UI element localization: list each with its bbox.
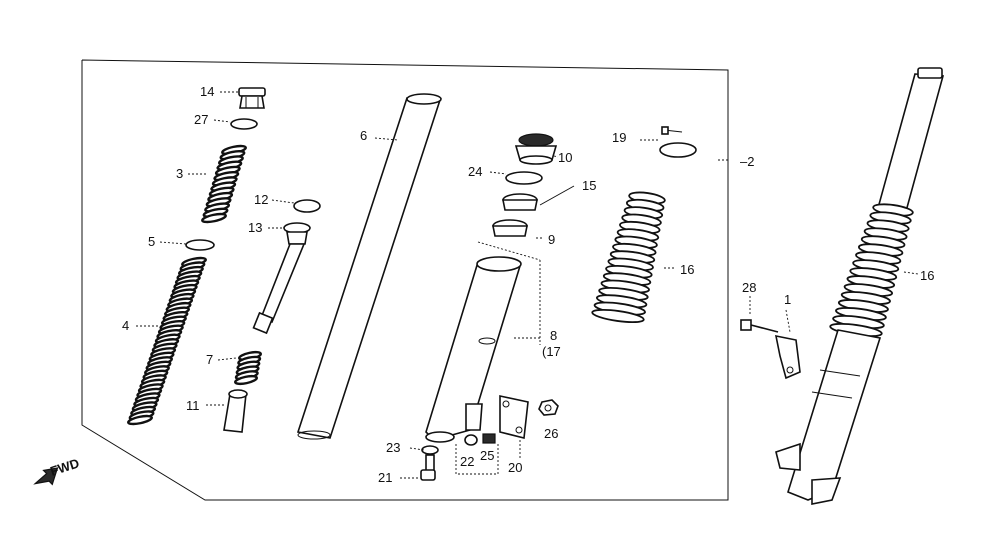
label-26: 26 [544,426,558,441]
part-1-bracket [774,334,801,380]
label-7: 7 [206,352,213,367]
part-19-boot-band [659,126,697,158]
label-19: 19 [612,130,626,145]
part-15-oil-seal [502,193,538,211]
coil-turn [201,212,227,224]
label-16: 16 [920,268,934,283]
label-14: 14 [200,84,214,99]
coil-turn [234,374,258,386]
label-10: 10 [558,150,572,165]
part-14-fork-cap [238,87,266,109]
label-8: 8 [550,328,557,343]
label-20: 20 [508,460,522,475]
part-25-drain-bolt [482,433,496,444]
leader-lines [136,91,919,479]
part-13-damper-rod [252,222,311,335]
assembly-frame [81,59,729,501]
part-23-sealing-washer [421,445,439,455]
part-27-o-ring [230,118,258,130]
label-21: 21 [378,470,392,485]
label-28: 28 [742,280,756,295]
assembled-fork-leg [775,67,945,505]
label-1: 1 [784,292,791,307]
label-3: 3 [176,166,183,181]
part-10-dust-seal [514,133,558,165]
part-12-piston-ring [293,199,321,213]
part-11-oil-lock-piece [223,389,248,433]
label-2: –2 [740,154,754,169]
fwd-arrow-icon: FWD [33,455,81,486]
label-18: 16 [680,262,694,277]
label-24: 24 [468,164,482,179]
part-28-bolt [740,319,779,333]
callout-labels: 14 27 3 5 4 6 12 13 7 11 24 10 15 9 8 (1… [122,84,934,485]
part-20-axle-holder [499,395,529,439]
part-26-nut [538,399,559,416]
part-18-fork-boot [591,191,666,324]
part-24-stopper-ring [505,171,543,185]
coil-turn [127,414,153,426]
bellows-fold [591,308,645,324]
part-9-backup-ring [492,219,528,237]
part-5-washer [185,239,215,251]
label-4: 4 [122,318,129,333]
part-3-spacer-spring [201,144,247,224]
fwd-label: FWD [48,455,81,478]
part-6-fork-tube [296,93,442,440]
label-17: (17 [542,344,561,359]
part-7-rebound-spring [234,350,262,386]
label-25: 25 [480,448,494,463]
part-22-washer [464,434,478,446]
part-8-bottom-case [425,256,522,443]
label-11: 11 [186,398,200,413]
label-23: 23 [386,440,400,455]
part-4-fork-spring [127,256,207,426]
label-6: 6 [360,128,367,143]
part-21-socket-bolt [420,454,436,481]
label-27: 27 [194,112,208,127]
label-15: 15 [582,178,596,193]
label-22: 22 [460,454,474,469]
label-5: 5 [148,234,155,249]
label-12: 12 [254,192,268,207]
label-13: 13 [248,220,262,235]
label-9: 9 [548,232,555,247]
